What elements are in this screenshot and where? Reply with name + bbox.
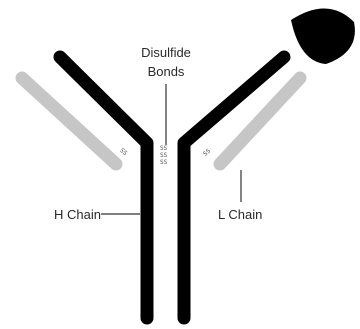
disulfide-marker-center-3: SS: [160, 159, 168, 166]
h-chain-label: H Chain: [54, 207, 101, 222]
disulfide-marker-center-1: SS: [160, 145, 168, 152]
disulfide-marker-right: SS: [202, 147, 212, 157]
heavy-chain-right: [184, 57, 284, 318]
l-chain-label: L Chain: [218, 207, 262, 222]
disulfide-marker-center-2: SS: [160, 152, 168, 159]
disulfide-bonds-label-line2: Bonds: [148, 64, 185, 79]
antigen-shape: [291, 8, 355, 64]
disulfide-marker-left: SS: [118, 147, 128, 157]
light-chain-right: [220, 78, 300, 164]
disulfide-bonds-label-line1: Disulfide: [141, 45, 191, 60]
heavy-chain-left: [60, 57, 147, 318]
